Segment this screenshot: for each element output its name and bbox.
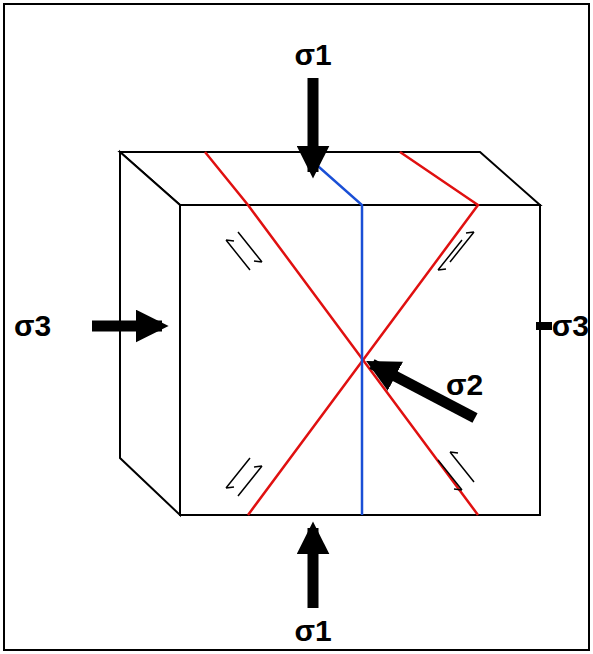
stress-arrows	[92, 78, 475, 608]
frame	[4, 4, 589, 650]
stress-label: σ1	[294, 40, 331, 70]
conjugate-faults	[205, 152, 478, 515]
cube	[120, 152, 540, 515]
shear-arrows	[226, 232, 474, 496]
stress-label: σ3	[14, 311, 51, 341]
stress-arrow-tail	[536, 322, 552, 330]
stress-label: σ1	[294, 616, 331, 646]
stress-label: σ3	[552, 311, 589, 341]
extension-plane	[302, 152, 362, 515]
stress-label: σ2	[446, 370, 483, 400]
